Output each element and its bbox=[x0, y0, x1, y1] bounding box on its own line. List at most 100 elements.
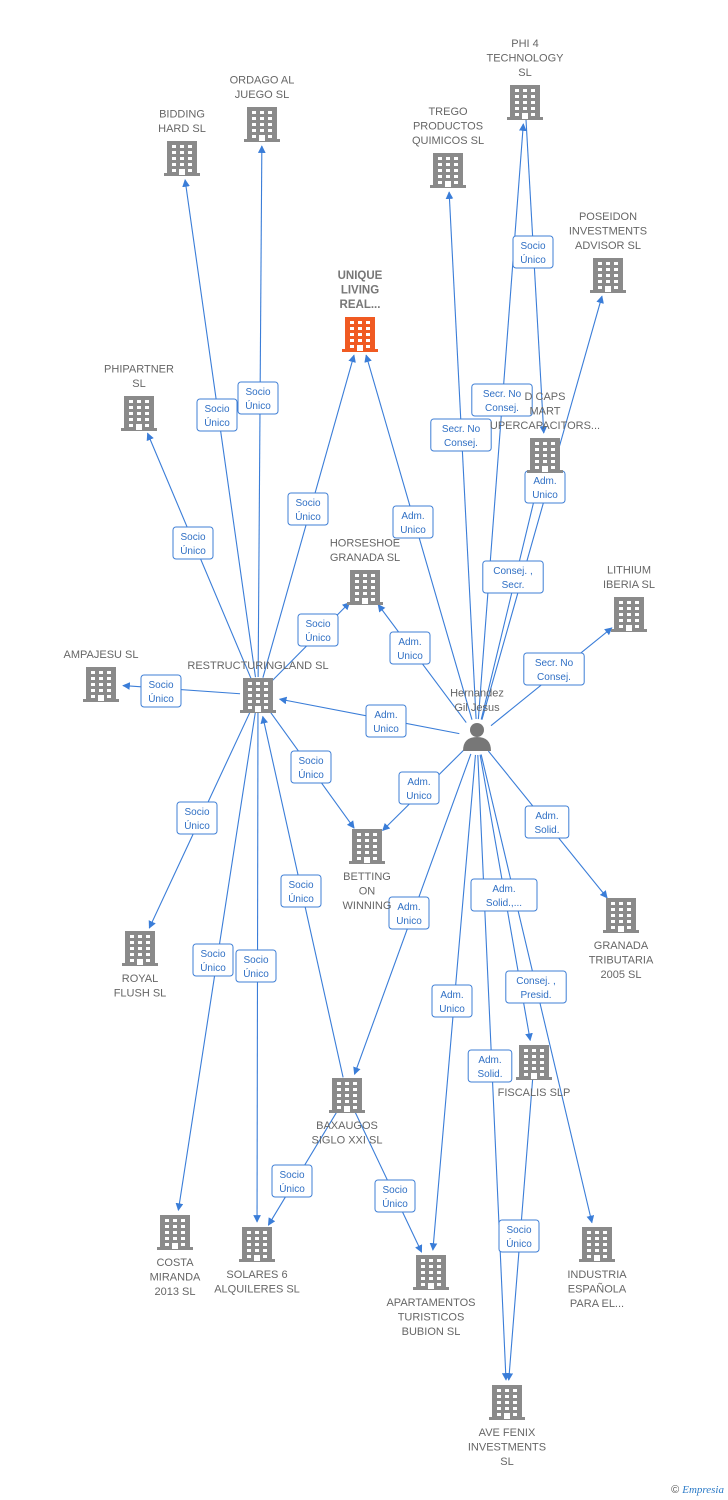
building-icon bbox=[611, 597, 647, 632]
node-label: ALQUILERES SL bbox=[214, 1284, 300, 1296]
edge-label-hernandez-granada[interactable]: Adm.Solid. bbox=[524, 805, 570, 839]
node-unique[interactable]: UNIQUELIVINGREAL... bbox=[338, 270, 383, 352]
building-icon bbox=[430, 153, 466, 188]
brand-logo[interactable]: Empresia bbox=[682, 1484, 724, 1496]
node-label: PARA EL... bbox=[570, 1298, 624, 1310]
building-icon bbox=[83, 667, 119, 702]
person-icon bbox=[463, 723, 491, 751]
edge-label-text: Adm. bbox=[398, 637, 421, 648]
edge-label-text: Unico bbox=[439, 1004, 465, 1015]
node-label: ROYAL bbox=[122, 973, 158, 985]
edge-label-text: Unico bbox=[532, 490, 558, 501]
edge-label-hernandez-horseshoe[interactable]: Adm.Unico bbox=[389, 631, 431, 665]
edge-label-hernandez-poseidon[interactable]: Consej. , Secr. bbox=[482, 560, 544, 594]
edge-label-text: Único bbox=[200, 961, 226, 974]
node-label: MIRANDA bbox=[150, 1272, 201, 1284]
edge-label-text: Adm. bbox=[407, 777, 430, 788]
building-icon bbox=[240, 678, 276, 713]
edge-label-text: Secr. bbox=[502, 580, 525, 591]
edge-label-hernandez-unique[interactable]: Adm.Unico bbox=[392, 505, 434, 539]
node-label: 2013 SL bbox=[155, 1286, 196, 1298]
node-label: COSTA bbox=[156, 1257, 194, 1269]
edge-label-hernandez-apartamentos[interactable]: Adm.Unico bbox=[431, 984, 473, 1018]
edge-label-text: Único bbox=[279, 1182, 305, 1195]
node-costa[interactable]: COSTA MIRANDA 2013 SL bbox=[150, 1215, 201, 1298]
node-label: IBERIA SL bbox=[603, 579, 655, 591]
node-dcaps[interactable]: D CAPSMARTUPERCAPACITORS... bbox=[490, 391, 600, 473]
edge-label-hernandez-industria[interactable]: Consej. ,Presid. bbox=[505, 970, 567, 1004]
edge-label-text: Consej. , bbox=[493, 566, 532, 577]
edge-label-text: Adm. bbox=[397, 902, 420, 913]
node-label: TECHNOLOGY bbox=[486, 53, 564, 65]
edge-label-text: Único bbox=[295, 510, 321, 523]
edge-phi4-dcaps bbox=[525, 119, 548, 434]
footer-credit: © Empresia bbox=[671, 1484, 724, 1496]
edge-label-text: Socio bbox=[382, 1185, 407, 1196]
node-label: SL bbox=[132, 378, 145, 390]
building-icon bbox=[342, 317, 378, 352]
edge-label-text: Socio bbox=[200, 949, 225, 960]
node-label: APARTAMENTOS bbox=[386, 1297, 475, 1309]
edge-label-hernandez-avefenix[interactable]: Adm. Solid. bbox=[467, 1049, 513, 1083]
edge-label-hernandez-restructuring[interactable]: Adm.Unico bbox=[365, 704, 407, 738]
edge-label-hernandez-dcaps[interactable]: Adm.Unico bbox=[524, 470, 566, 504]
edge-label-hernandez-betting[interactable]: Adm.Unico bbox=[398, 771, 440, 805]
edge-label-hernandez-baxaugos[interactable]: Adm.Unico bbox=[388, 896, 430, 930]
node-fiscalis[interactable]: FISCALIS SLP bbox=[498, 1045, 571, 1099]
edge-label-hernandez-fiscalis[interactable]: Adm.Solid.,... bbox=[470, 878, 538, 912]
edge-label-text: Único bbox=[148, 692, 174, 705]
edge-label-text: Único bbox=[245, 399, 271, 412]
edge-label-text: Adm. bbox=[374, 710, 397, 721]
edge-label-text: Socio bbox=[148, 680, 173, 691]
node-restructuring[interactable]: RESTRUCTURINGLAND SL bbox=[187, 660, 329, 713]
node-ampajesu[interactable]: AMPAJESU SL bbox=[64, 649, 139, 702]
edge-labels-layer: SocioÚnicoSocioÚnicoSocioÚnicoSocioÚnico… bbox=[140, 235, 585, 1253]
edge-label-text: Unico bbox=[400, 525, 426, 536]
node-label: D CAPS bbox=[525, 391, 566, 403]
building-icon bbox=[329, 1078, 365, 1113]
edge-label-text: Solid. bbox=[477, 1069, 502, 1080]
node-label: ORDAGO AL bbox=[230, 75, 295, 87]
node-label: AMPAJESU SL bbox=[64, 649, 139, 661]
edge-label-text: Adm. bbox=[478, 1055, 501, 1066]
node-label: BETTING bbox=[343, 871, 391, 883]
node-label: Gil Jesus bbox=[454, 702, 500, 714]
